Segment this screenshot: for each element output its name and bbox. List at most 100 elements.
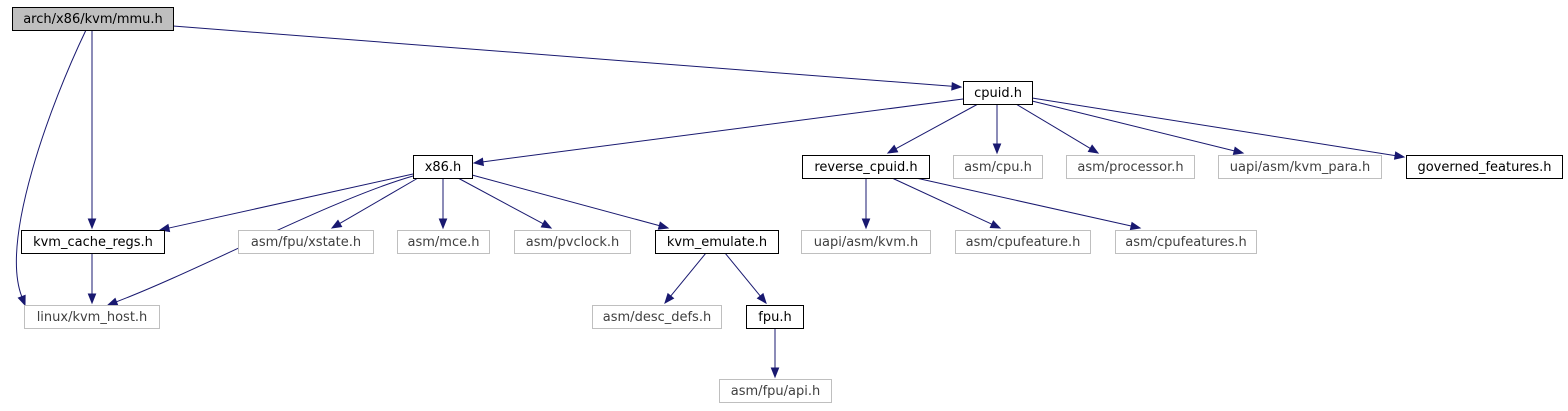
node-desc-defs: asm/desc_defs.h [592, 305, 722, 329]
node-fpu-xstate: asm/fpu/xstate.h [238, 230, 374, 254]
node-label: asm/pvclock.h [526, 235, 620, 250]
node-uapi-kvm-para: uapi/asm/kvm_para.h [1218, 155, 1382, 179]
arrowhead-icon [330, 219, 343, 229]
arrowhead-icon [951, 81, 963, 91]
node-x86[interactable]: x86.h [413, 155, 473, 179]
edge-line [339, 177, 419, 224]
node-box [1115, 230, 1257, 254]
node-label: kvm_emulate.h [667, 235, 767, 250]
node-mmu[interactable]: arch/x86/kvm/mmu.h [12, 7, 174, 31]
node-box [963, 81, 1033, 105]
arrowhead-icon [756, 292, 767, 305]
edge-kvm_emulate-to-fpu [724, 252, 767, 305]
arrowhead-icon [989, 220, 1002, 229]
nodes-layer: arch/x86/kvm/mmu.h cpuid.h x86.h reverse_cp… [12, 7, 1563, 403]
node-label: uapi/asm/kvm.h [814, 235, 919, 250]
edge-line [471, 174, 660, 227]
node-label: fpu.h [758, 310, 791, 325]
arrowhead-icon [861, 218, 871, 230]
node-kvm-emulate[interactable]: kvm_emulate.h [655, 230, 779, 254]
node-kvm-cache-regs[interactable]: kvm_cache_regs.h [21, 230, 165, 254]
arrowhead-icon [657, 221, 670, 230]
node-box [12, 7, 174, 31]
node-box [238, 230, 374, 254]
edge-x86-to-asm_mce [438, 178, 448, 230]
node-box [413, 155, 473, 179]
node-box [1406, 155, 1563, 179]
node-box [955, 230, 1091, 254]
node-box [746, 305, 804, 329]
node-label: asm/cpufeature.h [966, 235, 1081, 250]
edge-x86-to-fpu_xstate [330, 177, 419, 229]
node-box [1066, 155, 1195, 179]
edge-mmu-to-cpuid [172, 25, 963, 91]
edge-line [1031, 100, 1235, 152]
edge-line [895, 103, 979, 150]
edge-line [1015, 103, 1091, 149]
edge-line [482, 98, 964, 163]
edge-line [670, 252, 707, 297]
edge-cpuid-to-uapi_kvm_para [1031, 100, 1245, 155]
node-fpu[interactable]: fpu.h [746, 305, 804, 329]
node-cpuid[interactable]: cpuid.h [963, 81, 1033, 105]
edge-reverse_cpuid-to-asm_cpufeature [891, 177, 1002, 229]
edge-line [15, 29, 87, 297]
node-box [802, 155, 930, 179]
arrowhead-icon [106, 297, 119, 306]
node-fpu-api: asm/fpu/api.h [719, 379, 832, 403]
edge-kvm_emulate-to-desc_defs [664, 252, 707, 305]
node-uapi-kvm: uapi/asm/kvm.h [801, 230, 931, 254]
edge-reverse_cpuid-to-asm_cpufeatures [915, 177, 1142, 231]
node-asm-cpu: asm/cpu.h [953, 155, 1043, 179]
node-label: reverse_cpuid.h [814, 160, 917, 175]
arrowhead-icon [886, 144, 899, 154]
arrowhead-icon [438, 218, 448, 230]
node-label: asm/mce.h [408, 235, 480, 250]
arrowhead-icon [770, 367, 780, 379]
node-label: kvm_cache_regs.h [33, 235, 153, 250]
node-label: asm/processor.h [1077, 160, 1183, 175]
arrowhead-icon [540, 219, 553, 229]
edge-line [168, 173, 414, 229]
node-asm-cpufeature: asm/cpufeature.h [955, 230, 1091, 254]
node-label: asm/desc_defs.h [603, 310, 711, 325]
edge-mmu-to-kvm_host [15, 29, 87, 307]
node-label: asm/fpu/api.h [731, 384, 820, 399]
edge-x86-to-kvm_cache_regs [158, 173, 414, 233]
node-box [21, 230, 165, 254]
node-asm-cpufeatures: asm/cpufeatures.h [1115, 230, 1257, 254]
node-label: arch/x86/kvm/mmu.h [23, 12, 163, 27]
node-asm-mce: asm/mce.h [397, 230, 490, 254]
node-box [24, 305, 160, 329]
node-kvm-host: linux/kvm_host.h [24, 305, 160, 329]
arrowhead-icon [87, 293, 97, 305]
node-box [514, 230, 631, 254]
node-label: cpuid.h [974, 86, 1022, 101]
arrowhead-icon [87, 218, 97, 230]
arrowhead-icon [472, 157, 484, 167]
node-box [1218, 155, 1382, 179]
edge-kvm_cache_regs-to-kvm_host [87, 253, 97, 305]
edge-line [915, 177, 1132, 227]
node-box [655, 230, 779, 254]
node-box [953, 155, 1043, 179]
node-label: uapi/asm/kvm_para.h [1230, 160, 1371, 175]
arrowhead-icon [992, 143, 1002, 155]
node-box [397, 230, 490, 254]
edge-line [172, 25, 953, 87]
edge-line [457, 177, 544, 225]
node-reverse-cpuid[interactable]: reverse_cpuid.h [802, 155, 930, 179]
edge-mmu-to-kvm_cache_regs [87, 30, 97, 230]
edge-x86-to-asm_pvclock [457, 177, 553, 229]
edge-cpuid-to-asm_cpu [992, 104, 1002, 155]
arrowhead-icon [1232, 146, 1245, 155]
edges-layer [15, 25, 1406, 379]
node-governed[interactable]: governed_features.h [1406, 155, 1563, 179]
arrowhead-icon [1129, 221, 1142, 231]
edge-fpu-to-fpu_api [770, 328, 780, 379]
node-box [592, 305, 722, 329]
node-label: x86.h [425, 160, 462, 175]
edge-reverse_cpuid-to-uapi_kvm [861, 178, 871, 230]
node-label: asm/cpu.h [964, 160, 1032, 175]
